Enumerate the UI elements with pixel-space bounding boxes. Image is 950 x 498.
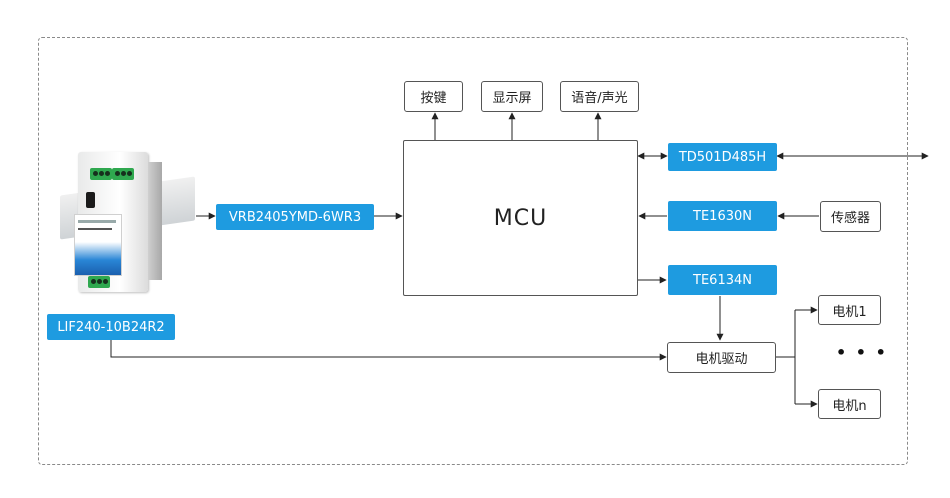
- psu-brand-mark: [78, 220, 116, 223]
- motor-driver-box: 电机驱动: [667, 342, 776, 373]
- psu-model-mark: [78, 228, 112, 230]
- top-terminal-2: [112, 168, 134, 180]
- keys-box: 按键: [404, 81, 463, 112]
- bottom-terminal: [88, 276, 110, 288]
- power-module-label: LIF240-10B24R2: [47, 314, 175, 340]
- converter-box: VRB2405YMD-6WR3: [216, 204, 374, 230]
- dashed-frame: [38, 37, 908, 465]
- psu-label-panel: [74, 214, 122, 276]
- power-to-driver-arrow: [110, 340, 667, 361]
- motor-ellipsis: • • •: [836, 343, 888, 362]
- psu-switch: [86, 192, 95, 208]
- display-box: 显示屏: [481, 81, 543, 112]
- mcu-box: MCU: [403, 140, 638, 296]
- motor-1-box: 电机1: [818, 295, 881, 325]
- rs485-transceiver-box: TD501D485H: [668, 143, 777, 171]
- top-terminal: [90, 168, 112, 180]
- motor-n-box: 电机n: [818, 389, 881, 419]
- sensor-isolator-box: TE1630N: [668, 201, 777, 231]
- power-supply-module-image: [60, 152, 195, 294]
- motor-isolator-box: TE6134N: [668, 265, 777, 295]
- voice-light-box: 语音/声光: [560, 81, 639, 112]
- sensor-box: 传感器: [820, 201, 881, 232]
- psu-side: [148, 162, 162, 280]
